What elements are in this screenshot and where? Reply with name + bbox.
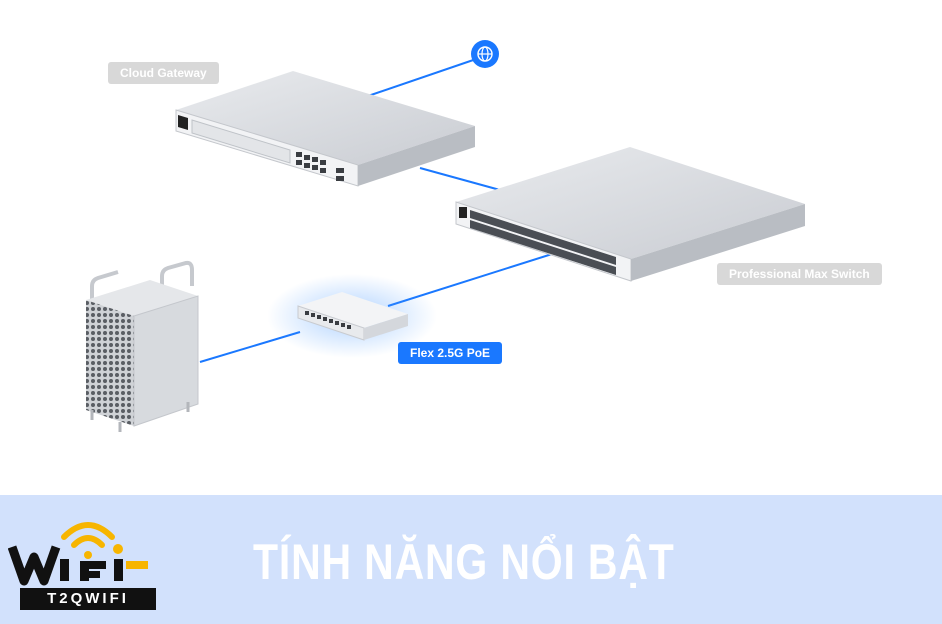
banner-title: TÍNH NĂNG NỔI BẬT — [253, 534, 675, 590]
t2qwifi-logo: T2QWIFI — [7, 509, 156, 610]
cloud-gateway-label: Cloud Gateway — [108, 62, 219, 84]
feature-banner: T2QWIFI TÍNH NĂNG NỔI BẬT — [0, 495, 942, 624]
gateway-ports — [296, 152, 344, 181]
professional-max-switch-device — [455, 147, 805, 282]
professional-max-switch-label: Professional Max Switch — [717, 263, 882, 285]
flex-poe-label: Flex 2.5G PoE — [398, 342, 503, 364]
switch-port-rows — [470, 210, 616, 275]
cloud-gateway-device — [175, 71, 475, 187]
mac-pro-device — [86, 260, 199, 432]
flex-poe-device — [297, 292, 408, 341]
wifi-logo-icon — [7, 522, 148, 586]
link-gateway-switch — [419, 167, 501, 191]
diagram-canvas — [86, 40, 805, 432]
globe-icon — [471, 40, 499, 68]
link-internet-gateway — [367, 55, 486, 97]
logo-subtext: T2QWIFI — [20, 588, 156, 610]
network-diagram: Cloud Gateway Professional Max Switch Fl… — [86, 40, 882, 432]
